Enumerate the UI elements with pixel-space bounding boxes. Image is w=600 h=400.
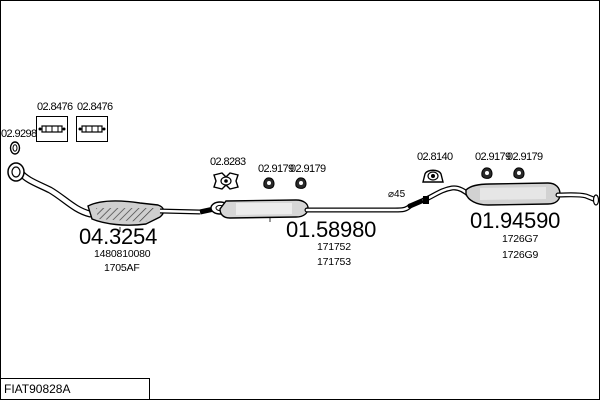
part-code-bracket-left: 02.8476 [37, 101, 73, 113]
catalytic-converter [87, 200, 201, 226]
ref-catalyst-2: 1705AF [104, 262, 140, 274]
middle-silencer [199, 197, 427, 219]
rubber-mount-icon [295, 177, 307, 189]
front-downpipe [7, 162, 94, 218]
part-code-rear-rubber-2: 02.9179 [507, 151, 543, 163]
part-code-rubber-2: 02.9179 [290, 163, 326, 175]
part-code-clamp: 02.8140 [417, 151, 453, 163]
part-code-bracket-right: 02.8476 [77, 101, 113, 113]
rubber-mount-icon [513, 167, 525, 179]
part-code-gasket: 02.9298 [1, 128, 37, 140]
part-code-middle-silencer: 01.58980 [286, 217, 377, 242]
leader-lines [119, 218, 271, 232]
ref-rear-2: 1726G9 [502, 249, 539, 261]
hanger-icon [213, 172, 239, 190]
diagram-code-box: FIAT90828A [0, 378, 150, 399]
bracket-icon [36, 116, 68, 142]
part-code-catalyst: 04.3254 [79, 224, 158, 249]
pipe-diameter: ⌀45 [388, 189, 406, 200]
ref-middle-2: 171753 [317, 256, 351, 268]
diagram-code: FIAT90828A [4, 382, 71, 396]
rear-silencer [421, 182, 600, 206]
rubber-mount-icon [263, 177, 275, 189]
rubber-mount-icon [481, 167, 493, 179]
bracket-icon [76, 116, 108, 142]
ref-middle-1: 171752 [317, 241, 351, 253]
gasket-icon [9, 141, 21, 155]
ref-rear-1: 1726G7 [502, 233, 539, 245]
part-code-rear-rubber-1: 02.9179 [475, 151, 511, 163]
ref-catalyst-1: 1480810080 [94, 248, 151, 260]
part-code-hanger: 02.8283 [210, 156, 246, 168]
part-code-rear-silencer: 01.94590 [470, 208, 561, 233]
clamp-icon [422, 169, 444, 183]
part-code-rubber-1: 02.9179 [258, 163, 294, 175]
